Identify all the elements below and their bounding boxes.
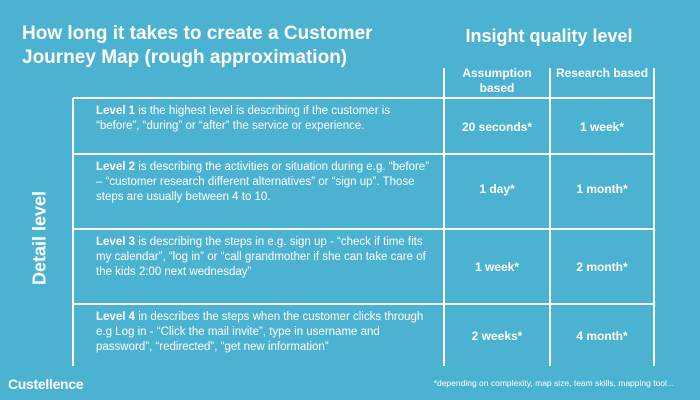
row-1-level: Level 1 [96,105,135,117]
insight-quality-heading: Insight quality level [465,26,633,46]
page-title: How long it takes to create a Customer J… [22,23,373,68]
row-3-level: Level 3 [96,236,135,248]
row-3-text: is describing the steps in e.g. sign up … [96,236,426,278]
row-1-assumption-value: 20 seconds* [461,120,533,134]
row-1-text: is the highest level is describing if th… [96,105,391,132]
row-2-assumption-value: 1 day* [479,182,515,196]
row-1-description: Level 1 is the highest level is describi… [96,104,436,134]
footnote: *depending on complexity, map size, team… [433,378,674,388]
row-3-research-value: 2 month* [576,260,628,274]
row-2-text: is describing the activities or situatio… [96,161,430,203]
row-2-research-value: 1 month* [576,182,628,196]
row-4-text: in describes the steps when the customer… [96,311,424,353]
row-1-research-value: 1 week* [579,120,625,134]
detail-level-label: Detail level [29,190,50,286]
row-3-description: Level 3 is describing the steps in e.g. … [96,235,436,280]
row-2-description: Level 2 is describing the activities or … [96,160,436,205]
column-header-assumption: Assumption based [462,66,532,95]
brand-logo: Custellence [8,376,84,392]
row-4-level: Level 4 [96,311,135,323]
row-4-assumption-value: 2 weeks* [471,329,523,343]
row-4-research-value: 4 month* [576,329,628,343]
row-4-description: Level 4 in describes the steps when the … [96,310,436,355]
row-2-level: Level 2 [96,161,135,173]
row-3-assumption-value: 1 week* [474,260,520,274]
column-header-research: Research based [555,66,649,80]
